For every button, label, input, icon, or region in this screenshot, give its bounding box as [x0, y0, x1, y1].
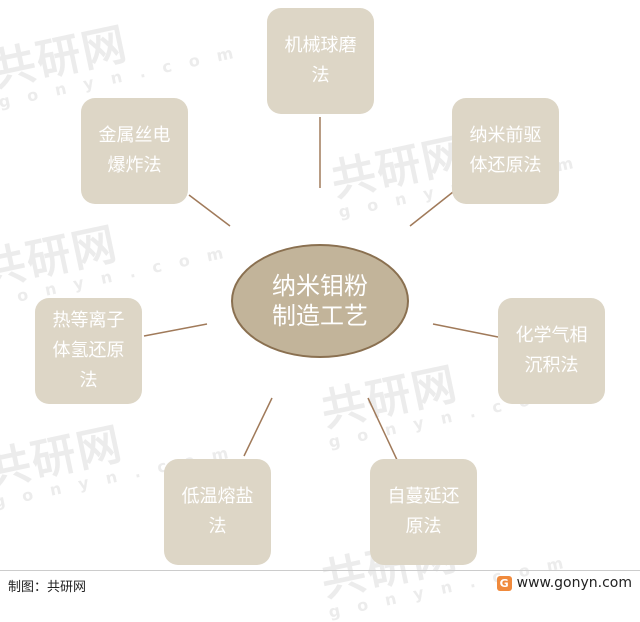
center-topic: 纳米钼粉 制造工艺 — [231, 244, 409, 358]
node-self-propagating: 自蔓延还 原法 — [370, 459, 477, 565]
node-wire-explosion: 金属丝电 爆炸法 — [81, 98, 188, 204]
node-cvd: 化学气相 沉积法 — [498, 298, 605, 404]
footer-divider — [0, 570, 640, 571]
connector-cvd — [432, 323, 499, 338]
connector-molten-salt — [243, 397, 273, 457]
connector-precursor-reduction — [409, 191, 454, 227]
connector-plasma-hydrogen — [143, 323, 208, 337]
connector-lines — [143, 117, 499, 463]
center-line-2: 制造工艺 — [272, 302, 368, 330]
node-molten-salt: 低温熔盐 法 — [164, 459, 271, 565]
website-credit[interactable]: G www.gonyn.com — [496, 575, 632, 591]
center-line-1: 纳米钼粉 — [272, 272, 368, 300]
source-credit: 制图：共研网 — [8, 580, 87, 595]
website-url[interactable]: www.gonyn.com — [516, 575, 632, 591]
node-precursor-reduction: 纳米前驱 体还原法 — [452, 98, 559, 204]
gonyn-logo-icon: G — [496, 575, 512, 591]
connector-wire-explosion — [188, 194, 231, 227]
node-plasma-hydrogen: 热等离子 体氢还原 法 — [35, 298, 142, 404]
node-ball-milling: 机械球磨 法 — [267, 8, 374, 114]
connector-self-propagating — [367, 397, 399, 463]
